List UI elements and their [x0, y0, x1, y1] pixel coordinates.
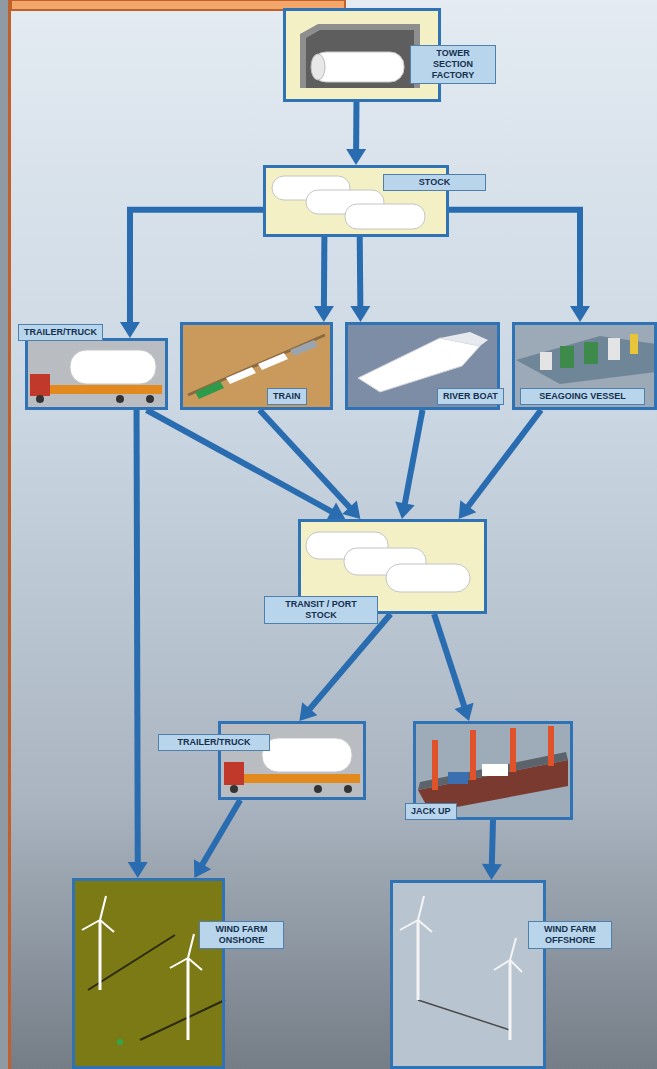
arrow-line	[202, 800, 240, 865]
node-label: TRANSIT / PORT STOCK	[264, 596, 378, 624]
wind-farm-box: WIND FARM ONSHORE	[72, 878, 225, 1069]
arrow-head	[346, 149, 366, 165]
truck-picture	[25, 338, 168, 410]
node-label: WIND FARM ONSHORE	[199, 921, 284, 949]
flow-arrow	[299, 614, 390, 721]
arrow-line	[353, 102, 359, 150]
arrow-line	[309, 614, 390, 710]
transport-box: TRAIN	[180, 322, 333, 410]
arrow-line	[405, 410, 423, 504]
wind-farm-box: WIND FARM OFFSHORE	[390, 880, 546, 1069]
offshore-picture	[390, 880, 546, 1069]
transport-box: SEAGOING VESSEL	[512, 322, 657, 410]
arrow-line	[260, 410, 351, 508]
arrow-head	[395, 501, 415, 519]
node-label: TRAIN	[267, 388, 307, 405]
arrow-line	[434, 614, 464, 707]
arrow-head	[120, 322, 140, 338]
arrow-line	[468, 410, 541, 507]
arrow-head	[459, 500, 477, 519]
transport-box: JACK UP	[413, 721, 573, 820]
arrow-head	[299, 702, 317, 721]
node-label: RIVER BOAT	[437, 388, 504, 405]
arrow-head	[314, 306, 334, 322]
arrow-head	[326, 503, 345, 521]
flow-arrow	[346, 102, 366, 165]
train-picture	[180, 322, 333, 410]
arrow-line	[357, 237, 364, 307]
node-label: TRAILER/TRUCK	[158, 734, 270, 751]
flow-arrow	[449, 210, 590, 322]
vessel-picture	[512, 322, 657, 410]
arrow-line	[449, 210, 580, 307]
flow-arrow	[350, 237, 370, 322]
flow-arrow	[194, 800, 240, 878]
transport-box: RIVER BOAT	[345, 322, 500, 410]
transport-box: TRAILER/TRUCK	[218, 721, 366, 800]
flow-arrow	[128, 410, 148, 878]
flow-arrow	[395, 410, 422, 519]
truck-picture	[218, 721, 366, 800]
arrow-line	[130, 210, 263, 323]
node-label: STOCK	[383, 174, 486, 191]
node-label: WIND FARM OFFSHORE	[528, 921, 612, 949]
flow-arrow	[120, 210, 263, 338]
transport-box: TRAILER/TRUCK	[25, 338, 168, 410]
stock-box: STOCK	[263, 165, 449, 237]
arrow-head	[194, 859, 211, 878]
arrow-head	[570, 306, 590, 322]
node-label: SEAGOING VESSEL	[520, 388, 645, 405]
node-label: TOWER SECTION FACTORY	[410, 45, 496, 84]
node-label: TRAILER/TRUCK	[18, 324, 103, 341]
flow-arrow	[434, 614, 473, 721]
arrow-line	[321, 237, 327, 307]
onshore-picture	[72, 878, 225, 1069]
flow-arrow	[147, 410, 346, 520]
arrow-head	[455, 703, 474, 721]
factory-box: TOWER SECTION FACTORY	[283, 8, 441, 102]
arrow-head	[342, 500, 360, 519]
arrow-head	[482, 864, 502, 880]
arrow-line	[137, 410, 138, 863]
arrow-head	[128, 862, 148, 878]
arrow-head	[350, 306, 370, 322]
flow-arrow	[482, 820, 502, 880]
flow-arrow	[459, 410, 541, 519]
frame-strip	[0, 0, 8, 1069]
node-label: JACK UP	[405, 803, 457, 820]
flow-arrow	[260, 410, 361, 519]
stock-box: TRANSIT / PORT STOCK	[298, 519, 487, 614]
flow-arrow	[314, 237, 334, 322]
frame-line	[8, 0, 11, 1069]
arrow-line	[492, 820, 493, 865]
